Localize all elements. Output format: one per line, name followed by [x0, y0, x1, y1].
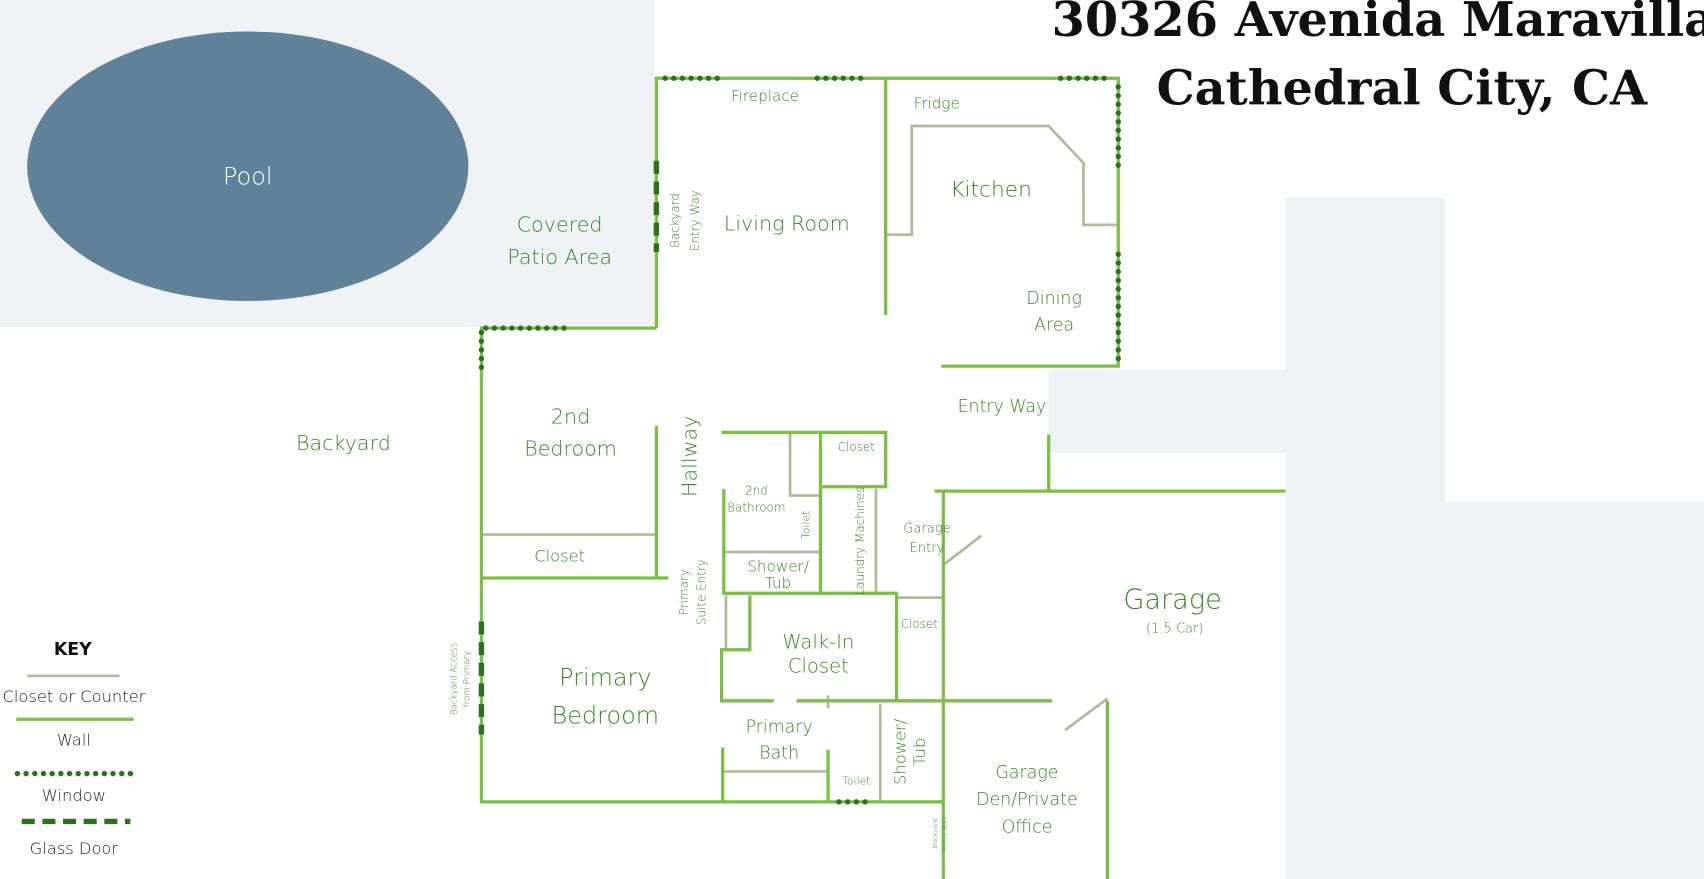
pool [27, 31, 469, 301]
label-shower-2nd-2: Tub [765, 574, 791, 592]
label-primary-bedroom-2: Bedroom [552, 702, 659, 730]
label-toilet-2nd: Toilet [800, 511, 813, 539]
label-laundry: Laundry Machines [853, 487, 867, 596]
label-dining-1: Dining [1026, 289, 1082, 309]
label-walkin-1: Walk-In [782, 631, 854, 654]
label-garage: Garage [1123, 584, 1222, 615]
label-backyard-access-2: from Primary [462, 651, 472, 708]
label-2nd-bath-1: 2nd [745, 483, 768, 497]
label-pool: Pool [223, 163, 272, 191]
label-office-2: Den/Private [976, 790, 1078, 810]
label-shower-primary-1: Shower/ [890, 718, 909, 785]
windows [478, 75, 1121, 805]
label-2nd-bath-2: Bathroom [727, 501, 785, 515]
label-office-1: Garage [995, 763, 1058, 783]
legend-window: Window [42, 786, 106, 805]
label-primary-suite-entry-2: Suite Entry [694, 559, 708, 625]
label-backyard-access-1: Backyard Access [449, 643, 459, 715]
label-primary-bedroom-1: Primary [559, 664, 651, 692]
label-primary-bath-2: Bath [759, 743, 799, 763]
address-line-2: Cathedral City, CA [1157, 60, 1648, 116]
label-fireplace: Fireplace [731, 87, 799, 105]
glass-doors [478, 160, 660, 735]
legend-wall: Wall [57, 730, 91, 749]
label-office-backyard-entry-2: Entry Way [941, 817, 949, 850]
label-walkin-2: Closet [788, 655, 849, 678]
label-office-3: Office [1002, 817, 1053, 837]
room-labels: Pool Covered Patio Area Backyard Backyar… [223, 87, 1222, 850]
label-patio-1: Covered [517, 212, 603, 236]
label-2nd-bedroom-1: 2nd [551, 405, 590, 429]
label-hall-closet: Closet [838, 440, 876, 454]
label-toilet-primary: Toilet [842, 774, 870, 787]
label-backyard-entry-1: Backyard [668, 193, 682, 248]
label-entry-way: Entry Way [958, 397, 1047, 417]
label-2nd-bedroom-2: Bedroom [524, 436, 617, 460]
label-closet-garage: Closet [901, 617, 939, 631]
label-fridge: Fridge [914, 95, 960, 113]
legend-glass-door: Glass Door [30, 839, 119, 858]
walls [479, 76, 1286, 879]
legend-title: KEY [54, 640, 92, 660]
label-garage-entry-2: Entry [910, 541, 945, 556]
label-closet-2nd: Closet [534, 547, 585, 566]
label-backyard-entry-2: Entry Way [688, 190, 702, 251]
label-garage-entry-1: Garage [903, 521, 950, 536]
label-dining-2: Area [1034, 315, 1074, 335]
label-living-room: Living Room [724, 211, 850, 235]
label-kitchen: Kitchen [950, 178, 1032, 203]
label-backyard: Backyard [296, 431, 391, 455]
label-garage-size: (1.5 Car) [1146, 621, 1203, 636]
address-line-1: 30326 Avenida Maravilla [1052, 0, 1704, 48]
label-shower-2nd-1: Shower/ [747, 558, 809, 576]
label-primary-suite-entry-1: Primary [677, 569, 691, 615]
legend-closet: Closet or Counter [2, 687, 145, 706]
closet-counter-lines [481, 124, 1119, 802]
label-hallway: Hallway [678, 416, 702, 497]
label-primary-bath-1: Primary [746, 717, 813, 737]
label-patio-2: Patio Area [507, 245, 612, 269]
label-office-backyard-entry-1: Backyard [931, 818, 939, 848]
legend: KEY Closet or Counter Wall Window Glass … [2, 640, 145, 858]
label-shower-primary-2: Tub [910, 738, 929, 766]
